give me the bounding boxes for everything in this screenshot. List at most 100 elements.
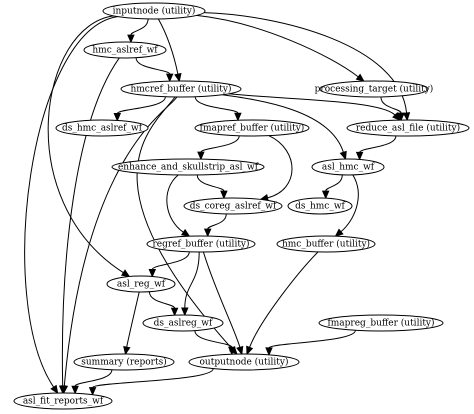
node-label: ds_aslreg_wf [154,319,213,329]
edge-processing_target-to-reduce_asl_file [380,96,405,122]
edge-line [200,135,240,153]
edge-line [74,369,113,387]
node-hmc-aslref-wf[interactable]: hmc_aslref_wf [83,41,167,59]
node-hmcref-buffer[interactable]: hmcref_buffer (utility) [120,80,242,98]
node-shape [73,353,175,371]
node-outputnode[interactable]: outputnode (utility) [188,353,300,371]
node-inputnode[interactable]: inputnode (utility) [102,2,206,20]
edge-arrowhead [174,72,182,83]
node-label: ds_hmc_wf [295,202,345,212]
node-label: ds_coreg_aslref_wf [190,202,277,212]
edge-asl_hmc_wf-to-ds_hmc_wf [321,174,343,200]
edge-summary-to-asl_fit_reports_wf [71,369,113,395]
node-asl-fit-reports-wf[interactable]: asl_fit_reports_wf [13,392,113,410]
node-label: reduce_asl_file (utility) [356,123,460,134]
edge-fmapref_buffer-to-ds_coreg_aslref_wf [259,135,293,202]
node-shape [319,80,429,98]
edge-inputnode-to-asl_fit_reports_wf [24,16,118,395]
edge-inputnode-to-hmcref_buffer [157,18,182,83]
node-shape [111,158,265,176]
node-asl-hmc-wf[interactable]: asl_hmc_wf [311,158,385,176]
edge-fmapref_buffer-to-enhance_and_skullstrip_asl_wf [197,135,240,161]
edge-line [130,18,149,36]
edge-asl_reg_wf-to-summary [123,291,140,356]
node-fmapref-buffer[interactable]: fmapref_buffer (utility) [194,119,310,137]
node-shape [102,2,206,20]
edge-line [135,57,171,75]
node-reduce-asl-file[interactable]: reduce_asl_file (utility) [346,119,470,137]
edge-arrowhead [339,150,347,161]
node-shape [287,197,353,215]
edge-arrowhead [165,73,174,83]
edge-inputnode-to-reduce_asl_file [203,12,411,122]
edge-line [196,174,225,192]
node-processing-target[interactable]: processing_target (utility) [315,80,434,98]
node-label: hmc_buffer (utility) [282,239,370,250]
edge-arrowhead [203,228,212,238]
edge-line [24,16,118,388]
edge-arrowhead [181,307,189,317]
edge-line [151,251,190,270]
edge-hmcref_buffer-to-reduce_asl_file [228,93,402,122]
edge-arrowhead [197,151,205,161]
node-label: hmc_aslref_wf [92,46,158,56]
node-ds-aslreg-wf[interactable]: ds_aslreg_wf [142,314,224,332]
edge-line [126,291,140,348]
edge-line [380,96,402,114]
edge-arrowhead [234,112,242,122]
edge-line [194,96,239,114]
edge-line [249,251,319,348]
edge-line [61,57,120,387]
node-shape [194,119,310,137]
node-summary[interactable]: summary (reports) [73,353,175,371]
node-ds-coreg-aslref-wf[interactable]: ds_coreg_aslref_wf [183,197,283,215]
edge-arrowhead [148,269,157,278]
edge-line [202,251,241,348]
node-enhance-and-skullstrip-asl-wf[interactable]: enhance_and_skullstrip_asl_wf [111,158,265,176]
edge-hmcref_buffer-to-fmapref_buffer [194,96,242,122]
edge-arrowhead [123,345,131,356]
edge-line [267,135,293,199]
edge-arrowhead [71,385,79,395]
edge-arrowhead [355,73,365,82]
node-label: asl_reg_wf [117,280,166,290]
node-label: outputnode (utility) [200,357,289,368]
node-fmapreg-buffer[interactable]: fmapreg_buffer (utility) [318,314,444,332]
node-label: enhance_and_skullstrip_asl_wf [118,163,259,173]
node-label: regref_buffer (utility) [152,239,249,250]
node-label: asl_hmc_wf [322,163,375,173]
edge-regref_buffer-to-ds_aslreg_wf [181,251,200,317]
edge-arrowhead [50,384,59,395]
edge-arrowhead [170,307,179,317]
node-shape [346,119,470,137]
node-hmc-buffer[interactable]: hmc_buffer (utility) [276,235,376,253]
edge-hmcref_buffer-to-ds_hmc_aslref_wf [113,96,166,122]
edge-line [359,135,397,153]
node-shape [106,275,176,293]
edge-arrowhead [321,190,330,200]
node-ds-hmc-aslref-wf[interactable]: ds_hmc_aslref_wf [55,119,149,137]
edge-arrowhead [236,345,244,356]
edge-arrowhead [334,228,344,238]
graph-nodes: inputnode (utility) hmc_aslref_wf hmcref_b… [13,2,470,410]
edge-arrowhead [88,387,97,396]
node-regref-buffer[interactable]: regref_buffer (utility) [146,235,256,253]
edge-arrowhead [180,228,191,237]
edge-hmc_aslref_wf-to-hmcref_buffer [135,57,174,83]
node-ds-hmc-wf[interactable]: ds_hmc_wf [287,197,353,215]
edge-line [228,93,396,116]
edge-arrowhead [220,190,228,200]
node-asl-reg-wf[interactable]: asl_reg_wf [106,275,176,293]
node-label: hmcref_buffer (utility) [130,84,231,95]
node-label: asl_fit_reports_wf [23,397,104,407]
edge-line [222,94,344,153]
edge-arrowhead [265,347,273,357]
edge-arrowhead [228,346,236,356]
edge-arrowhead [355,151,364,161]
node-label: fmapreg_buffer (utility) [327,318,434,329]
edge-line [340,174,359,233]
node-shape [311,158,385,176]
node-label: summary (reports) [81,357,166,368]
edge-line [325,174,343,192]
edge-enhance_and_skullstrip_asl_wf-to-regref_buffer [166,174,191,237]
